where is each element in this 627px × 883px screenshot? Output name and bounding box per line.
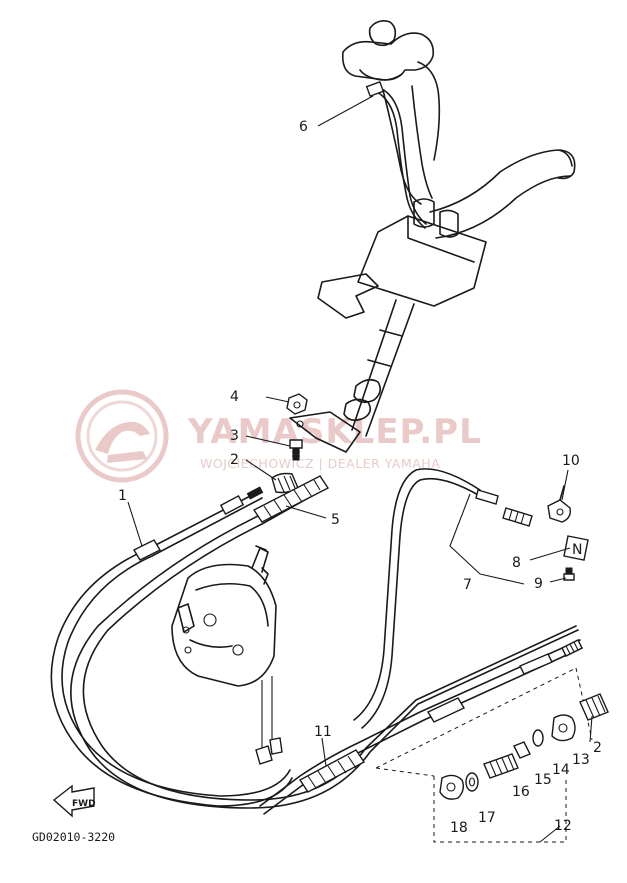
callout-4: 4 bbox=[230, 389, 239, 405]
cable-6 bbox=[365, 81, 427, 229]
callout-1: 1 bbox=[118, 488, 127, 504]
callout-18: 18 bbox=[450, 820, 468, 836]
part-16-stud bbox=[483, 753, 519, 779]
cable-11 bbox=[259, 639, 583, 815]
gearbox-housing bbox=[171, 545, 283, 765]
part-18-nut bbox=[439, 774, 465, 800]
part-13-nut bbox=[551, 714, 576, 742]
terminal-10 bbox=[547, 499, 572, 523]
fastener-4-nut bbox=[286, 393, 308, 415]
callout-7: 7 bbox=[463, 577, 472, 593]
watermark-subtitle: WOJCIECHOWICZ | DEALER YAMAHA bbox=[200, 456, 440, 471]
diagram-code: GD02010-3220 bbox=[32, 830, 115, 844]
watermark-logo-icon bbox=[75, 389, 169, 483]
callout-17: 17 bbox=[478, 810, 496, 826]
fwd-label: FWD bbox=[72, 799, 96, 809]
callout-6: 6 bbox=[299, 119, 308, 135]
callout-14: 14 bbox=[552, 762, 570, 778]
watermark-brand: YAMASKLEP.PL bbox=[187, 412, 482, 452]
part-17-washer bbox=[465, 772, 479, 792]
callout-15: 15 bbox=[534, 772, 552, 788]
callout-2b: 2 bbox=[593, 740, 602, 756]
callout-12: 12 bbox=[554, 818, 572, 834]
kit-box-12 bbox=[375, 667, 609, 843]
callout-8: 8 bbox=[512, 555, 521, 571]
callout-10: 10 bbox=[562, 453, 580, 469]
watermark: YAMASKLEP.PL WOJCIECHOWICZ | DEALER YAMA… bbox=[75, 389, 482, 483]
neutral-tag-label: N bbox=[572, 542, 582, 558]
part-14-washer bbox=[532, 729, 544, 747]
part-2-grommet bbox=[579, 693, 609, 721]
fastener-3-bolt bbox=[289, 439, 303, 461]
callout-13: 13 bbox=[572, 752, 590, 768]
callout-16: 16 bbox=[512, 784, 530, 800]
callout-9: 9 bbox=[534, 576, 543, 592]
part-15-bushing bbox=[513, 741, 531, 759]
cable-5 bbox=[70, 475, 579, 809]
callout-2a: 2 bbox=[230, 452, 239, 468]
fwd-arrow-icon: FWD bbox=[52, 784, 96, 818]
callout-11: 11 bbox=[314, 724, 332, 740]
callout-5: 5 bbox=[331, 512, 340, 528]
callout-3: 3 bbox=[230, 428, 239, 444]
leader-lines bbox=[127, 95, 593, 843]
cable-7: N bbox=[353, 468, 589, 729]
handlebar-assembly bbox=[289, 20, 576, 453]
cable-1 bbox=[50, 486, 293, 807]
callout-numbers: 6 4 3 2 1 5 10 8 7 9 11 2 13 14 15 16 17… bbox=[118, 119, 602, 836]
